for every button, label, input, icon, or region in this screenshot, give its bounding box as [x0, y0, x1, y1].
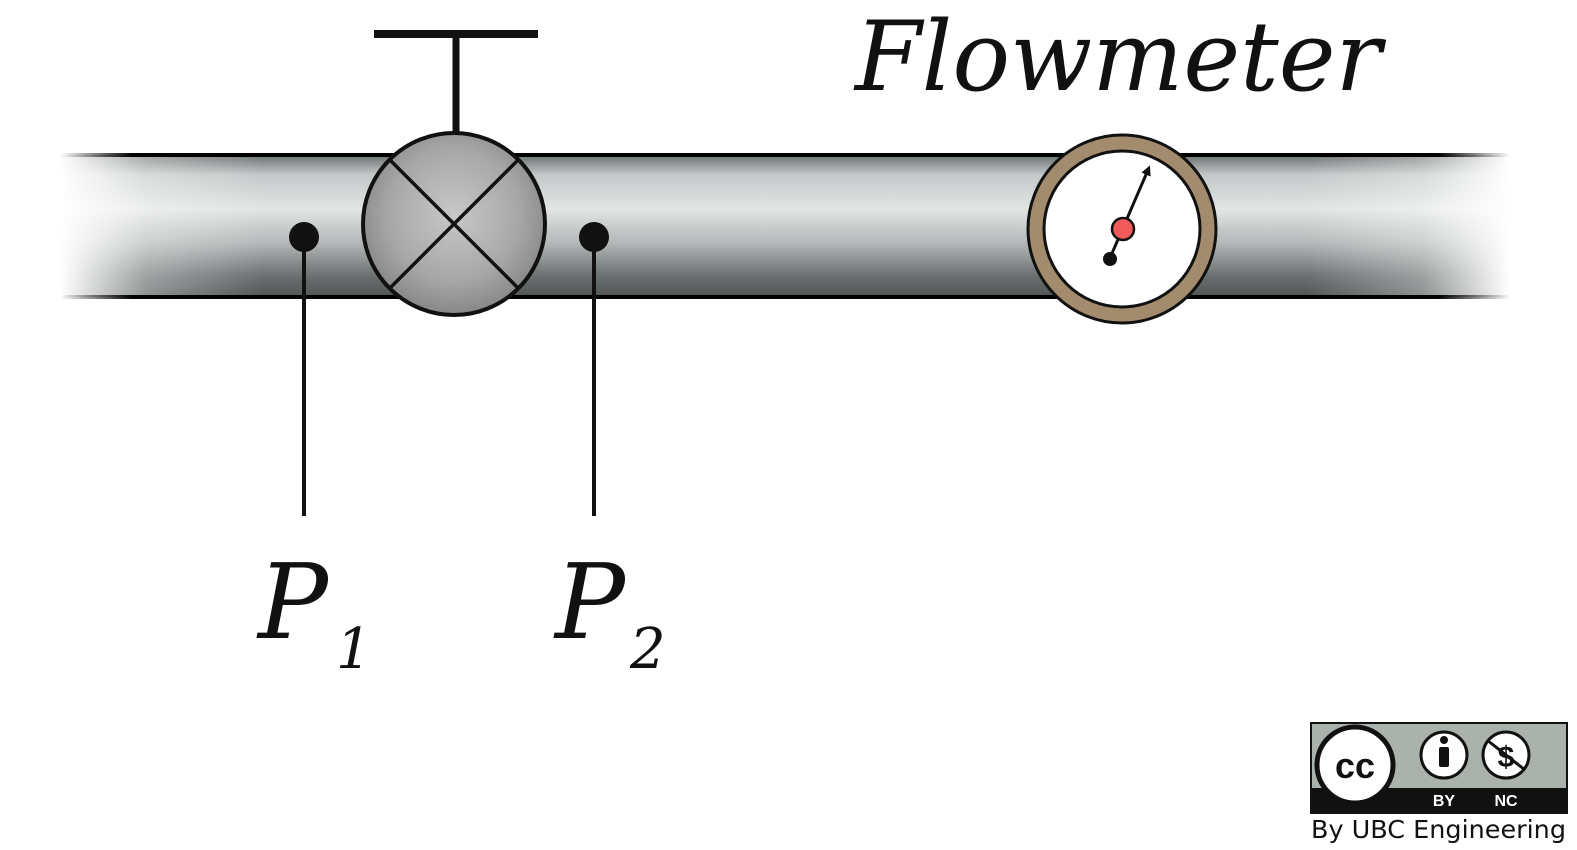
gauge-needle-hub [1110, 216, 1136, 242]
attribution-icon [1419, 730, 1469, 780]
valve-icon [361, 131, 547, 317]
pipe [60, 150, 1510, 302]
svg-text:cc: cc [1335, 745, 1375, 786]
pipe-end-fade [60, 150, 1510, 302]
pressure-tap-1: P 1 [256, 222, 372, 682]
valve [361, 30, 547, 317]
credit-text: By UBC Engineering [1311, 815, 1566, 844]
cc-license-badge: cc $ BY NC [1310, 722, 1568, 814]
pipe-top-edge [60, 153, 1510, 157]
pressure-tap-2: P 2 [553, 222, 666, 682]
gauge-needle-tail [1103, 252, 1117, 266]
nc-label: NC [1494, 793, 1518, 810]
tap-2-subscript: 2 [629, 617, 666, 682]
gauge-needle [1108, 165, 1151, 259]
tap-1-subscript: 1 [336, 617, 372, 682]
cc-icon: cc [1314, 724, 1396, 806]
flowmeter-label: Flowmeter [853, 1, 1387, 113]
svg-text:$: $ [1498, 741, 1515, 774]
gauge-icon [1026, 133, 1218, 325]
tap-2-label: P [553, 541, 627, 663]
by-label: BY [1433, 793, 1456, 810]
noncommercial-icon: $ [1481, 730, 1531, 780]
pipe-bottom-edge [60, 295, 1510, 299]
tap-1-label: P [256, 541, 330, 663]
